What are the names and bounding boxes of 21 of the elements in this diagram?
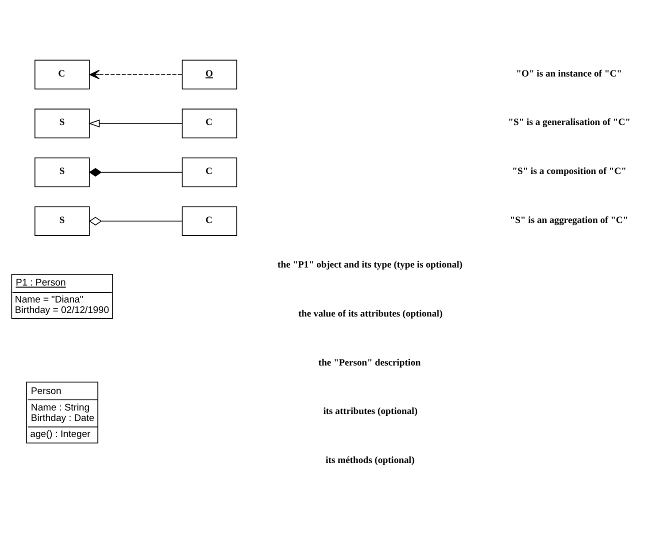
node-box: S: [34, 206, 90, 236]
label: its attributes (optional): [323, 406, 418, 418]
label: the "Person" description: [318, 357, 421, 368]
label: the "P1" object and its type (type is optional): [278, 260, 462, 271]
connector: [88, 168, 183, 177]
arrow: [88, 120, 183, 128]
node-box: S: [34, 158, 90, 188]
node-box: O: [182, 60, 238, 90]
node-box: C: [34, 60, 90, 90]
label: "S" is an aggregation of "C": [510, 214, 628, 226]
arrow: [89, 70, 183, 80]
connector: [88, 216, 183, 226]
label: "S" is a composition of "C": [512, 166, 627, 177]
label: "O" is an instance of "C": [516, 68, 622, 80]
node-box: C: [182, 158, 238, 188]
label: "S" is a generalisation of "C": [508, 117, 630, 128]
label: its méthods (optional): [326, 455, 415, 466]
node-box: C: [182, 108, 238, 138]
node-box: C: [182, 206, 238, 236]
label: the value of its attributes (optional): [298, 308, 443, 320]
node-box: S: [34, 108, 90, 138]
